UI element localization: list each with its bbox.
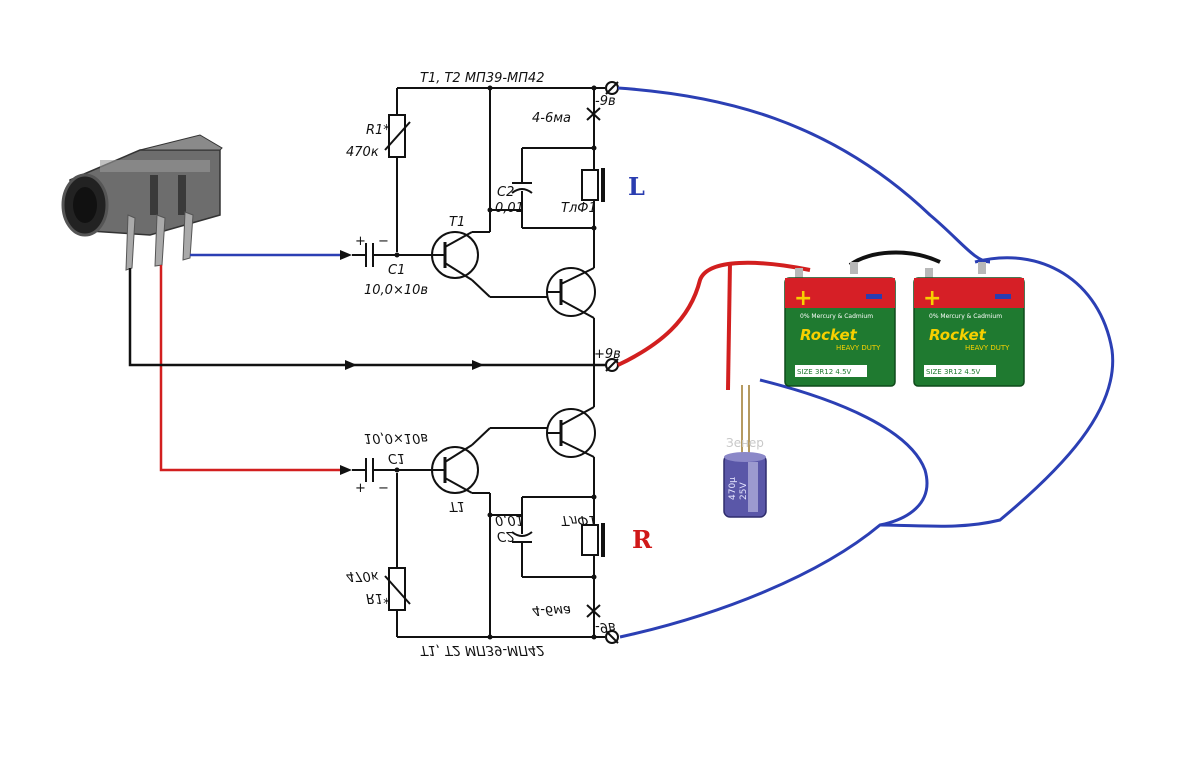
supply-pos-label: +9в bbox=[594, 347, 621, 362]
svg-text:−: − bbox=[378, 234, 389, 249]
bottom-current-label: 4-6ма bbox=[532, 602, 571, 617]
svg-text:+: + bbox=[923, 286, 941, 311]
battery-2-brand: Rocket bbox=[929, 326, 987, 344]
channel-R-label: R bbox=[632, 525, 653, 554]
top-phone-label: ТлФ1 bbox=[561, 201, 597, 216]
svg-text:+: + bbox=[355, 234, 366, 249]
bottom-supply-neg: -9в bbox=[595, 619, 616, 634]
bottom-t1-label: T1 bbox=[449, 498, 465, 513]
battery-2: + 0% Mercury & Cadmium Rocket HEAVY DUTY… bbox=[913, 262, 1025, 387]
electrolytic-capacitor: Зенер 470μ 25V bbox=[723, 385, 767, 518]
capacitor-ghost-text: Зенер bbox=[726, 436, 764, 450]
bottom-phone-label: ТлФ1 bbox=[561, 512, 597, 527]
bottom-channel bbox=[352, 365, 605, 638]
top-c2-value: 0,01 bbox=[495, 201, 524, 216]
battery-loop-blue-wire bbox=[879, 256, 1115, 528]
svg-text:−: − bbox=[378, 481, 389, 496]
battery-1-size: SIZE 3R12 4.5V bbox=[797, 368, 852, 376]
neg-bottom-blue-wire bbox=[619, 378, 929, 639]
battery-1-tag: HEAVY DUTY bbox=[836, 344, 881, 352]
channel-L-label: L bbox=[628, 172, 645, 201]
bottom-c1-name: C1 bbox=[388, 450, 405, 465]
battery-2-tag: HEAVY DUTY bbox=[965, 344, 1010, 352]
svg-text:+: + bbox=[355, 481, 366, 496]
ground-wire bbox=[128, 268, 605, 367]
cap-red-wire bbox=[726, 261, 732, 391]
battery-1: + 0% Mercury & Cadmium Rocket HEAVY DUTY… bbox=[784, 262, 896, 387]
battery-1-brand: Rocket bbox=[800, 326, 858, 344]
bottom-c1-value: 10,0×10в bbox=[364, 430, 428, 445]
top-c1-value: 10,0×10в bbox=[364, 283, 428, 298]
top-current-label: 4-6ма bbox=[532, 111, 571, 126]
right-input-wire bbox=[159, 265, 340, 472]
bottom-r1-name: R1* bbox=[366, 590, 390, 605]
top-c2-name: C2 bbox=[497, 185, 514, 200]
battery-1-note: 0% Mercury & Cadmium bbox=[800, 313, 873, 320]
battery-2-size: SIZE 3R12 4.5V bbox=[926, 368, 981, 376]
capacitor-value: 470μ bbox=[728, 477, 738, 500]
bottom-transistors-label: T1, T2 МП39-МП42 bbox=[420, 642, 545, 657]
top-r1-name: R1* bbox=[366, 123, 390, 138]
top-r1-value: 470к bbox=[346, 145, 379, 160]
pos-red-wire bbox=[617, 260, 811, 367]
battery-link-wire bbox=[848, 250, 941, 267]
top-channel bbox=[352, 87, 605, 365]
battery-2-note: 0% Mercury & Cadmium bbox=[929, 313, 1002, 320]
terminal-neg-bottom bbox=[605, 630, 619, 644]
bottom-r1-value: 470к bbox=[346, 568, 379, 583]
bottom-c2-name: C2 bbox=[497, 528, 514, 543]
top-supply-neg: -9в bbox=[595, 94, 616, 109]
top-c1-name: C1 bbox=[388, 263, 405, 278]
top-t1-label: T1 bbox=[449, 215, 465, 230]
stereo-jack bbox=[61, 134, 223, 271]
top-transistors-label: T1, T2 МП39-МП42 bbox=[420, 71, 545, 86]
neg-top-blue-wire bbox=[617, 86, 991, 264]
bottom-c2-value: 0,01 bbox=[495, 512, 524, 527]
capacitor-voltage: 25V bbox=[739, 482, 749, 500]
svg-text:+: + bbox=[794, 286, 812, 311]
